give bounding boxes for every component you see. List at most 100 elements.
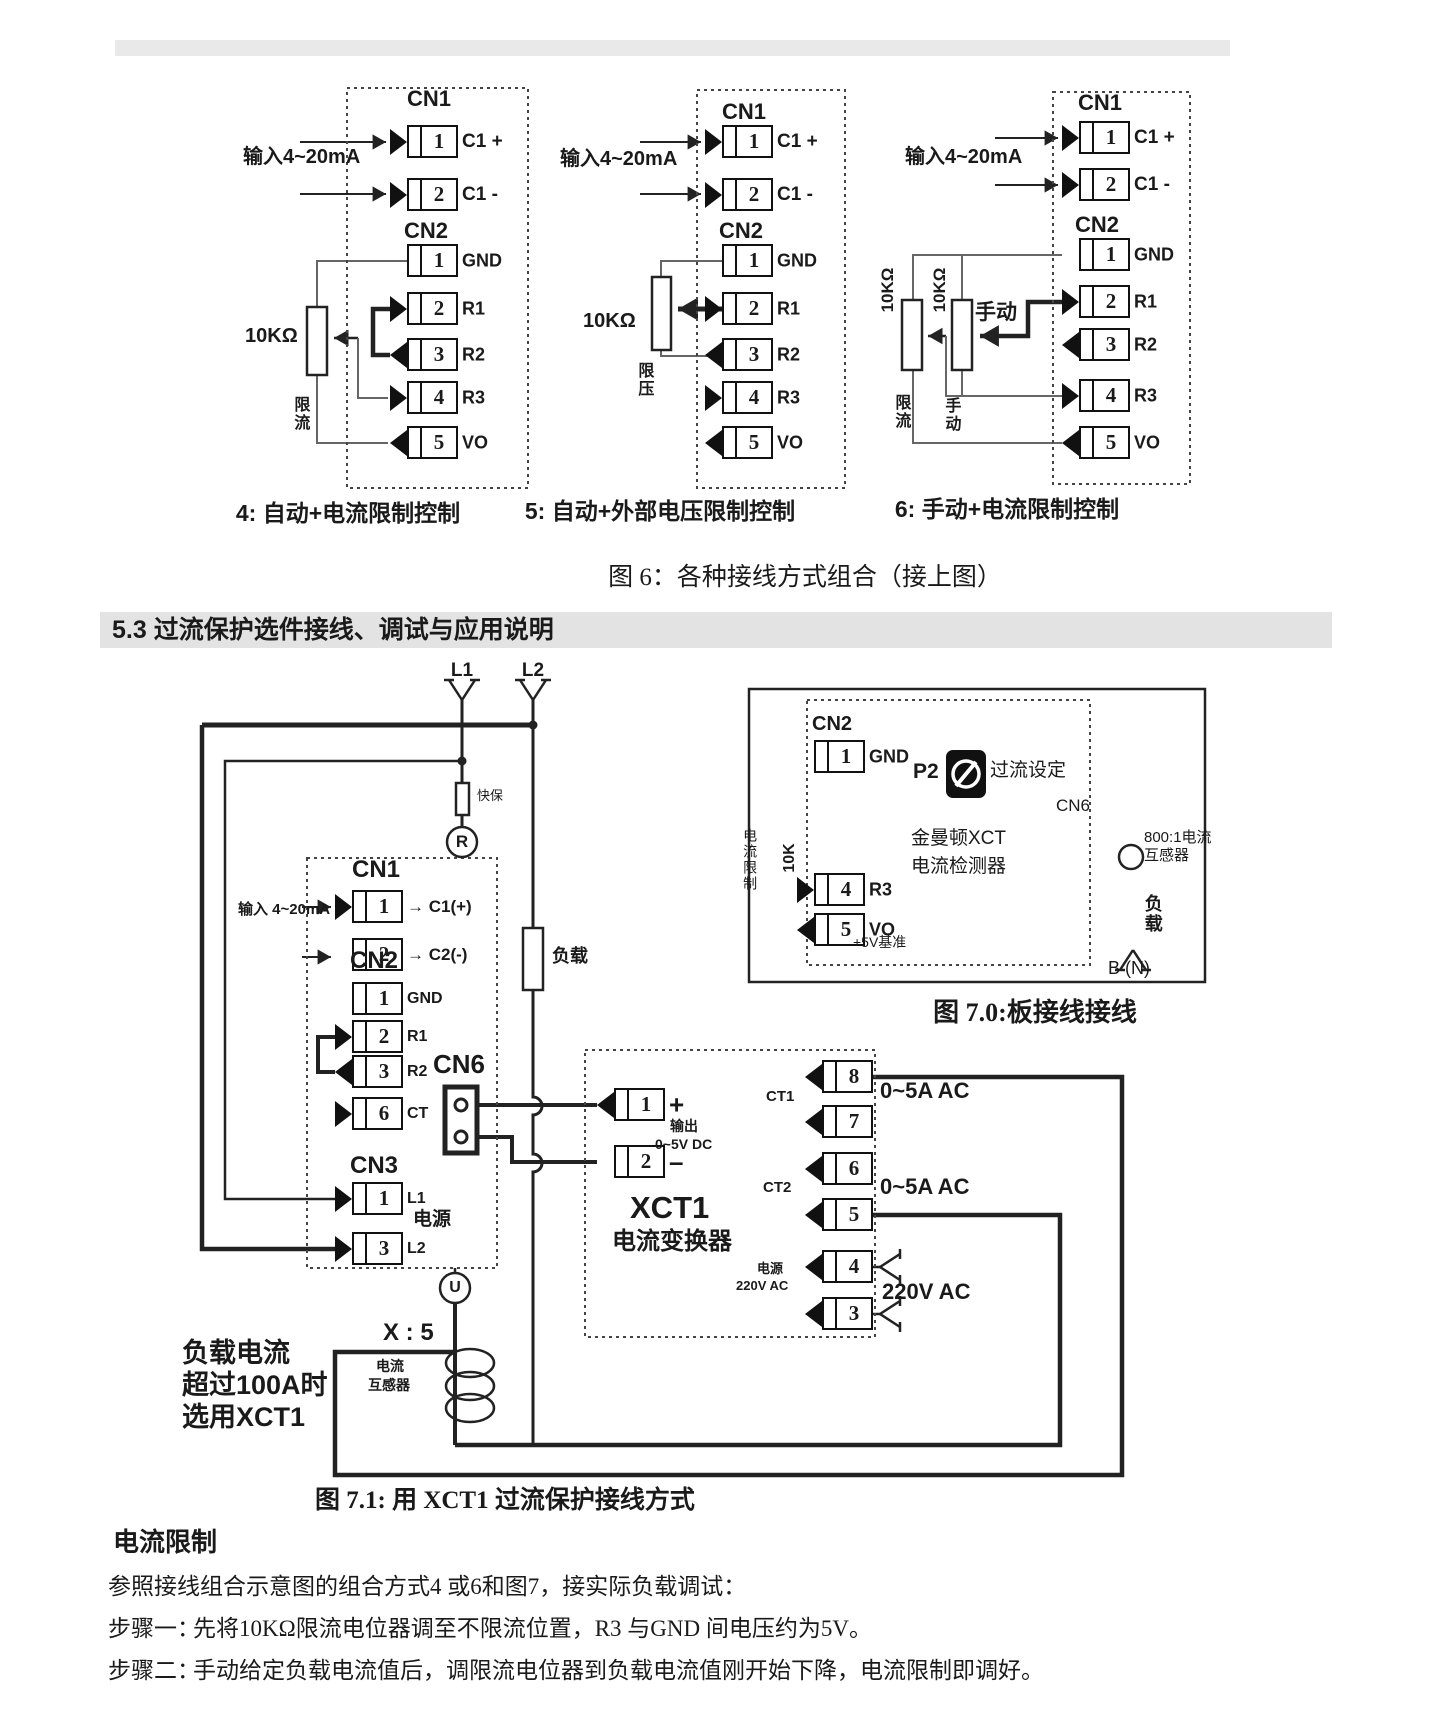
ct2-loop-wire — [455, 1212, 1063, 1448]
label-r-circle: R — [455, 832, 469, 852]
d5-cn2-label: CN2 — [719, 218, 764, 243]
d6-pot-b-label: 10KΩ — [930, 267, 950, 313]
arrow-out-icon — [805, 1202, 822, 1228]
terminal-number: 4 — [840, 877, 852, 901]
terminal-number: 2 — [378, 1024, 390, 1048]
terminal-number: 5 — [1105, 430, 1117, 454]
terminal-number: 6 — [848, 1156, 860, 1180]
heading-dianliu-xianzhi: 电流限制 — [113, 1527, 218, 1557]
terminal-number: 5 — [748, 430, 760, 454]
d5-pot-r2-wire — [660, 350, 723, 357]
terminal-cell — [824, 1107, 837, 1136]
coil-loop-1 — [444, 1347, 496, 1379]
terminal-cell — [354, 1099, 367, 1128]
junction-l1 — [457, 756, 467, 766]
terminal-label: VO — [1134, 432, 1161, 453]
diagram-4-box — [346, 87, 529, 489]
terminal-number: 6 — [378, 1101, 390, 1125]
d4-pot-vo-wire — [316, 375, 388, 444]
arrow-out-icon — [805, 1156, 822, 1182]
top-band — [115, 40, 1230, 56]
label-x5: X : 5 — [383, 1319, 434, 1346]
terminal-cell — [616, 1090, 629, 1119]
terminal-box: 1 — [352, 982, 403, 1015]
caption-4: 4: 自动+电流限制控制 — [235, 500, 461, 526]
terminal-label: C1 + — [1134, 127, 1175, 148]
d6-cn2-label: CN2 — [1075, 212, 1120, 237]
arrowhead — [687, 134, 701, 150]
d4-input-label: 输入4~20mA — [243, 146, 361, 168]
terminal-box: 4 — [814, 873, 865, 906]
terminal-label: C1 - — [1134, 174, 1170, 195]
arrow-in-icon — [335, 1024, 352, 1050]
arrowhead — [1044, 177, 1058, 193]
terminal-label: C1 - — [462, 184, 498, 205]
pot-d6-b — [950, 298, 974, 372]
arrow-out-icon — [335, 1059, 352, 1085]
cn6-xct1-wire-2 — [470, 1135, 597, 1164]
d4-r1-r2-jumper — [370, 306, 390, 358]
step2-text: 手动给定负载电流值后，调限流电位器到负载电流值刚开始下降，电流限制即调好。 — [193, 1658, 1044, 1683]
ac-fork-pin3 — [879, 1299, 901, 1316]
d6-manual-arrow — [980, 299, 1062, 339]
mains-fork-l1 — [460, 679, 477, 701]
terminal-label: GND — [1134, 244, 1174, 265]
terminal-box: 1 — [614, 1088, 665, 1121]
caption-5: 5: 自动+外部电压限制控制 — [524, 498, 796, 524]
terminal-number: 4 — [1105, 383, 1117, 407]
label-coil-2: 互感器 — [368, 1377, 410, 1393]
label-input-71: 输入 4~20mA — [238, 901, 331, 918]
note-load-3: 选用XCT1 — [182, 1402, 306, 1432]
terminal-number: 1 — [640, 1092, 652, 1116]
label-bn: B (N) — [1108, 958, 1150, 978]
terminal-box: 3 — [352, 1055, 403, 1088]
label-cn6-70: CN6 — [1056, 796, 1091, 815]
terminal-cell — [354, 984, 367, 1013]
label-dianyuan-small: 电源 — [757, 1261, 784, 1276]
cn6-pin-1 — [453, 1097, 469, 1113]
terminal-box: 6 — [822, 1152, 873, 1185]
arrow-in-icon — [705, 296, 722, 322]
para-intro: 参照接线组合示意图的组合方式4 或6和图7，接实际负载调试： — [108, 1574, 747, 1599]
pot-d5 — [650, 275, 673, 352]
terminal-label: C1 + — [462, 131, 503, 152]
arrowhead — [1044, 130, 1058, 146]
terminal-box: 1 — [814, 740, 865, 773]
ct-circle-70 — [1117, 843, 1145, 871]
terminal-box: 2 — [407, 292, 458, 325]
mains-fork-l2 — [518, 679, 535, 701]
terminal-box: 3 — [722, 338, 773, 371]
arrow-in-icon — [1062, 125, 1079, 151]
terminal-label: VO — [462, 432, 489, 453]
terminal-label: R3 — [1134, 385, 1158, 406]
terminal-cell — [724, 428, 737, 457]
terminal-cell — [354, 940, 367, 969]
terminal-cell — [824, 1154, 837, 1183]
arrowhead — [372, 134, 386, 150]
terminal-number: 8 — [848, 1064, 860, 1088]
terminal-box: 2 — [352, 1020, 403, 1053]
terminal-box: 7 — [822, 1105, 873, 1138]
d6-gnd-pots-wire — [912, 254, 1062, 300]
terminal-cell — [824, 1200, 837, 1229]
r1-r2-jumper-71 — [316, 1035, 335, 1074]
terminal-cell — [616, 1147, 629, 1176]
ac-fork-pin4 — [879, 1252, 901, 1269]
terminal-number: 2 — [433, 296, 445, 320]
terminal-box: 5 — [814, 913, 865, 946]
label-kuaibao: 快保 — [477, 788, 504, 803]
arrowhead — [687, 186, 701, 202]
label-cn3-71: CN3 — [350, 1152, 399, 1179]
terminal-cell — [724, 294, 737, 323]
terminal-number: 1 — [1105, 242, 1117, 266]
note-load-1: 负载电流 — [182, 1338, 290, 1368]
terminal-number: 1 — [378, 894, 390, 918]
label-coil-1: 电流 — [376, 1358, 404, 1374]
terminal-number: 3 — [378, 1059, 390, 1083]
ac-fork-pin3 — [879, 1312, 901, 1329]
terminal-cell — [409, 294, 422, 323]
terminal-number: 2 — [433, 182, 445, 206]
arrow-in-icon — [390, 182, 407, 208]
terminal-box: 2 — [614, 1145, 665, 1178]
arrow-out-icon — [805, 1064, 822, 1090]
